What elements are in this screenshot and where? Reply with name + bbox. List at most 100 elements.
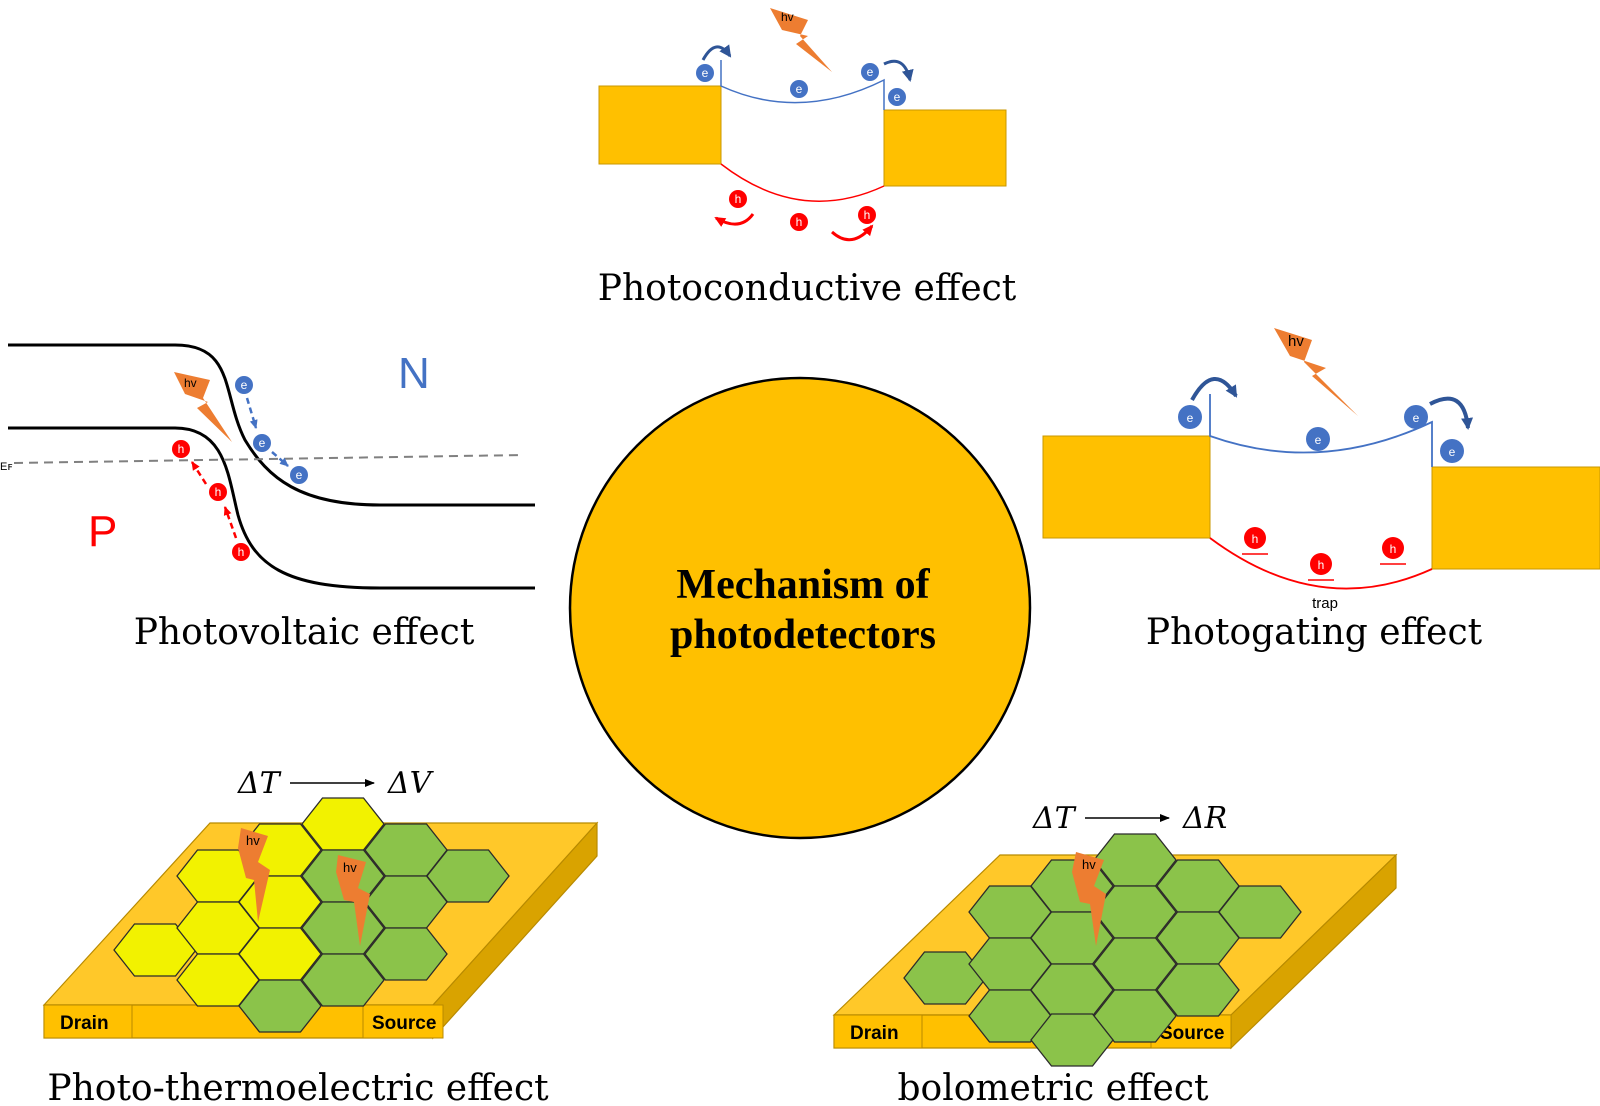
electron-icon: e	[861, 63, 879, 81]
svg-text:e: e	[1187, 411, 1194, 425]
hole-hop-arrow	[830, 224, 874, 242]
center-title-line1: Mechanism of	[676, 562, 930, 608]
pv-conduction-band	[8, 343, 535, 507]
photogating-photon-label: hv	[1288, 333, 1304, 350]
bolo-drain-label: Drain	[850, 1023, 899, 1044]
photogating-right-contact	[1431, 466, 1600, 570]
svg-text:e: e	[1315, 433, 1322, 447]
hole-drift-arrow	[190, 461, 208, 485]
svg-text:e: e	[1413, 411, 1420, 425]
pte-photon-label: hv	[343, 860, 357, 875]
pv-photon-label: hv	[184, 376, 197, 390]
electron-hop-arrow	[1190, 377, 1238, 401]
pv-fermi-level	[13, 454, 524, 464]
photoconductive-valence-band	[720, 163, 885, 202]
electron-hop-arrow	[883, 59, 914, 82]
pv-valence-band	[8, 426, 535, 590]
electron-hop-arrow	[1429, 396, 1474, 430]
hole-icon: h	[729, 190, 747, 208]
svg-text:h: h	[735, 192, 742, 206]
bolo-delta-r: ΔR	[1182, 801, 1227, 836]
lightning-icon	[770, 8, 832, 72]
electron-icon: e	[1404, 405, 1428, 429]
svg-text:h: h	[178, 442, 185, 456]
electron-drift-arrow	[271, 451, 289, 467]
pv-fermi-label: Eꜰ	[0, 461, 13, 473]
photovoltaic-caption: Photovoltaic effect	[134, 612, 475, 653]
pte-graphene-lattice	[113, 797, 510, 1033]
electron-icon: e	[253, 434, 271, 452]
photoconductive-photon-label: hv	[781, 10, 794, 24]
electron-icon: e	[290, 466, 308, 484]
electron-icon: e	[696, 64, 714, 82]
electron-icon: e	[888, 88, 906, 106]
pte-drain-label: Drain	[60, 1013, 109, 1034]
electron-icon: e	[1440, 439, 1464, 463]
svg-text:h: h	[1318, 558, 1325, 572]
bolometric-caption: bolometric effect	[898, 1068, 1209, 1106]
hole-icon: h	[1380, 537, 1406, 565]
lightning-icon	[1274, 328, 1358, 416]
hole-icon: h	[858, 206, 876, 224]
graphene-hexagon	[364, 927, 448, 981]
graphene-hexagon	[1093, 989, 1177, 1043]
svg-text:h: h	[864, 208, 871, 222]
bolo-graphene-lattice	[903, 833, 1302, 1067]
hole-icon: h	[1308, 553, 1334, 581]
photogating-panel: hv e e e e h h h	[1042, 328, 1600, 653]
photoconductive-panel: hv e e e e h h h	[598, 8, 1017, 309]
center-title-line2: photodetectors	[670, 612, 936, 658]
hole-hop-arrow	[714, 213, 755, 227]
svg-text:e: e	[241, 378, 248, 392]
graphene-hexagon	[238, 979, 322, 1033]
svg-text:e: e	[894, 90, 901, 104]
center-circle	[568, 376, 1032, 840]
photovoltaic-panel: Eꜰ N P hv e e e h h h	[0, 343, 535, 653]
pte-panel: ΔT ΔV Drain Source hv hv Photo-thermoele…	[42, 766, 599, 1106]
hole-drift-arrow	[223, 506, 238, 539]
center-circle-group: Mechanism of photodetectors	[568, 376, 1032, 840]
graphene-hexagon	[301, 953, 385, 1007]
svg-text:h: h	[215, 485, 222, 499]
electron-icon: e	[1306, 427, 1330, 451]
electron-icon: e	[1178, 405, 1202, 429]
svg-text:e: e	[796, 82, 803, 96]
svg-text:e: e	[296, 468, 303, 482]
electron-icon: e	[790, 80, 808, 98]
electron-icon: e	[235, 376, 253, 394]
photogating-valence-band	[1209, 537, 1433, 590]
bolo-photon-label: hv	[1082, 857, 1096, 872]
lightning-icon	[1072, 852, 1106, 946]
pte-drain-pad	[43, 1004, 133, 1039]
photogating-trap-label: trap	[1312, 595, 1338, 612]
photoconductive-conduction-band	[720, 60, 885, 110]
pte-delta-v: ΔV	[387, 766, 435, 801]
graphene-hexagon	[1156, 963, 1240, 1017]
photogating-caption: Photogating effect	[1146, 612, 1483, 653]
svg-text:h: h	[1252, 532, 1259, 546]
hole-icon: h	[172, 440, 190, 458]
photogating-conduction-band	[1209, 394, 1433, 467]
hole-icon: h	[790, 213, 808, 231]
pv-n-region-label: N	[398, 349, 430, 398]
bolo-source-label: Source	[1160, 1023, 1224, 1044]
bolo-drain-pad	[833, 1014, 923, 1049]
pv-p-region-label: P	[88, 507, 117, 556]
bolometric-panel: ΔT ΔR Drain Source hv bolometric effect	[832, 801, 1398, 1106]
svg-text:e: e	[259, 436, 266, 450]
electron-hop-arrow	[701, 44, 732, 61]
svg-text:e: e	[702, 66, 709, 80]
svg-text:e: e	[867, 65, 874, 79]
svg-text:e: e	[1449, 445, 1456, 459]
graphene-hexagon	[1030, 1013, 1114, 1067]
electron-drift-arrow	[245, 397, 258, 429]
hole-icon: h	[209, 483, 227, 501]
svg-text:h: h	[1390, 542, 1397, 556]
pte-delta-t: ΔT	[237, 766, 282, 801]
photoconductive-caption: Photoconductive effect	[598, 268, 1017, 309]
pte-source-label: Source	[372, 1013, 436, 1034]
lightning-icon	[238, 828, 270, 922]
photogating-left-contact	[1042, 435, 1211, 539]
lightning-icon	[174, 372, 232, 442]
